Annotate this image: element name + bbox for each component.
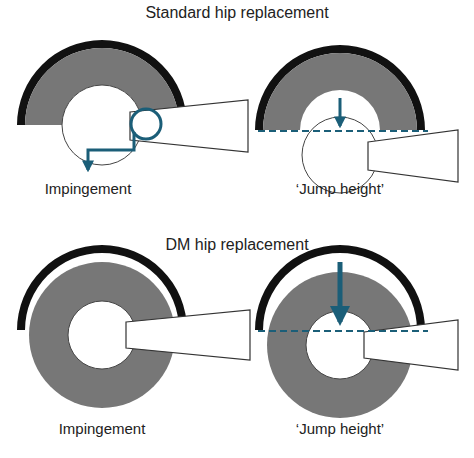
standard-impingement [17,40,248,170]
dm-impingement [17,245,250,408]
section-heading: Standard hip replacement [145,4,328,22]
case-label: Impingement [45,180,132,198]
case-label: ‘Jump height’ [296,420,384,438]
standard-jump-height [255,45,458,193]
case-label: ‘Jump height’ [296,180,384,198]
dm-jump-height [255,245,458,418]
section-heading: DM hip replacement [165,236,308,254]
case-label: Impingement [59,420,146,438]
